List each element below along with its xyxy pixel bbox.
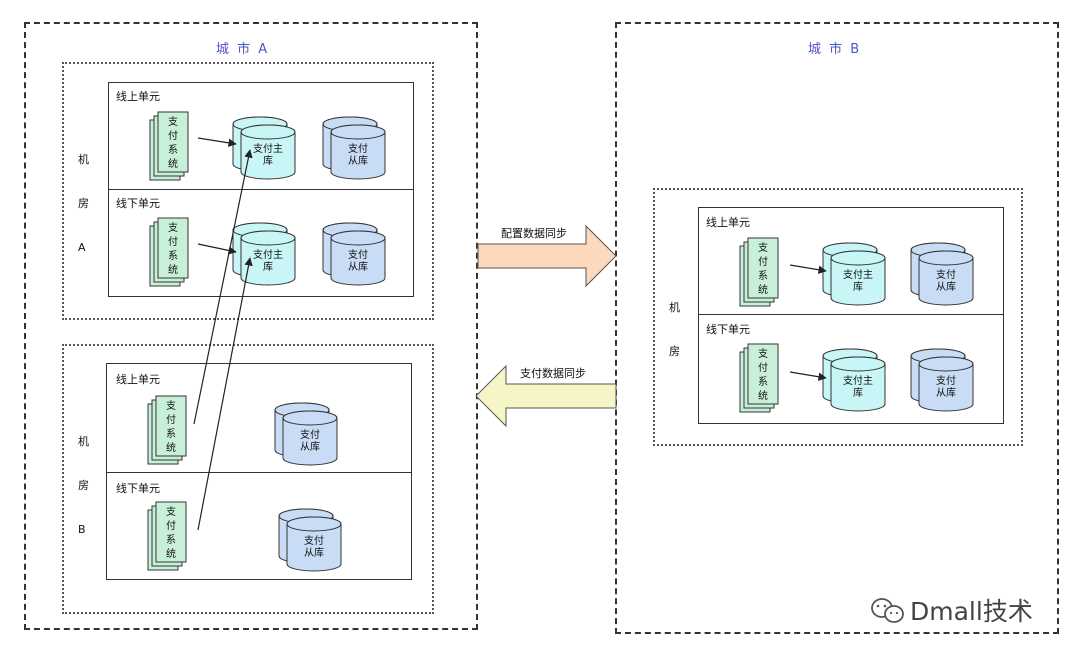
room-a-online-pay-system-label: 支付系统: [168, 116, 178, 170]
room-b-online-unit-label: 线上单元: [116, 373, 160, 386]
room-b-offline-slave-db-label: 支付从库: [304, 534, 324, 559]
pay-sync-block-arrow: [475, 364, 617, 428]
city-b-online-pay-system-label: 支付系统: [758, 242, 768, 296]
city-a-title: 城 市 A: [216, 42, 270, 57]
city-b-offline-unit-label: 线下单元: [706, 323, 750, 336]
room-a-online-pay-system: 支付系统: [149, 111, 189, 181]
room-a-offline-unit-label: 线下单元: [116, 197, 160, 210]
city-b-offline-pay-system: 支付系统: [739, 343, 779, 413]
city-b-offline-pay-system-label: 支付系统: [758, 348, 768, 402]
room-b-online-pay-system-label: 支付系统: [166, 400, 176, 454]
room-a-container: [62, 62, 434, 320]
room-a-offline-pay-system: 支付系统: [149, 217, 189, 287]
room-b-offline-pay-system: 支付系统: [147, 501, 187, 571]
city-b-offline-slave-db-label: 支付从库: [936, 374, 956, 399]
room-a-online-master-db: 支付主库: [232, 116, 296, 180]
room-a-offline-slave-db: 支付从库: [322, 222, 386, 286]
city-b-online-master-db-label: 支付主库: [843, 268, 873, 293]
room-a-online-master-db-label: 支付主库: [253, 142, 283, 167]
city-b-offline-master-db: 支付主库: [822, 348, 886, 412]
room-a-offline-slave-db-label: 支付从库: [348, 248, 368, 273]
room-b-online-slave-db-label: 支付从库: [300, 428, 320, 453]
city-b-offline-system-to-master-arrow: [789, 371, 827, 381]
room-b-container: [62, 344, 434, 614]
room-a-online-system-to-master-arrow: [197, 137, 237, 147]
city-b-online-unit-label: 线上单元: [706, 216, 750, 229]
city-b-online-pay-system: 支付系统: [739, 237, 779, 307]
config-sync-block-arrow: [477, 224, 617, 288]
room-a-offline-master-db: 支付主库: [232, 222, 296, 286]
room-b-online-pay-system: 支付系统: [147, 395, 187, 465]
room-b-offline-pay-system-label: 支付系统: [166, 506, 176, 560]
room-b-online-slave-db: 支付从库: [274, 402, 338, 466]
city-a-container: [24, 22, 478, 630]
city-b-container: [615, 22, 1059, 634]
city-b-online-system-to-master-arrow: [789, 264, 827, 274]
city-b-room-label: 机 房: [669, 301, 680, 358]
city-b-title: 城 市 B: [808, 42, 862, 57]
room-a-online-slave-db-label: 支付从库: [348, 142, 368, 167]
room-b-offline-unit-label: 线下单元: [116, 482, 160, 495]
pay-sync-label: 支付数据同步: [520, 366, 586, 380]
room-a-label: 机 房 A: [78, 153, 89, 254]
city-b-room-container: [653, 188, 1023, 446]
city-b-online-master-db: 支付主库: [822, 242, 886, 306]
city-b-online-slave-db-label: 支付从库: [936, 268, 956, 293]
room-b-offline-system-to-master-arrow: [197, 257, 253, 531]
room-b-offline-slave-db: 支付从库: [278, 508, 342, 572]
room-b-label: 机 房 B: [78, 435, 89, 536]
room-a-offline-pay-system-label: 支付系统: [168, 222, 178, 276]
room-b-online-system-to-master-arrow: [193, 149, 253, 425]
city-b-offline-master-db-label: 支付主库: [843, 374, 873, 399]
config-sync-label: 配置数据同步: [501, 226, 567, 240]
room-a-offline-master-db-label: 支付主库: [253, 248, 283, 273]
room-a-online-slave-db: 支付从库: [322, 116, 386, 180]
city-b-offline-slave-db: 支付从库: [910, 348, 974, 412]
city-b-online-slave-db: 支付从库: [910, 242, 974, 306]
wechat-icon: [871, 598, 904, 623]
room-a-online-unit-label: 线上单元: [116, 90, 160, 103]
watermark-text: Dmall技术: [910, 597, 1033, 626]
